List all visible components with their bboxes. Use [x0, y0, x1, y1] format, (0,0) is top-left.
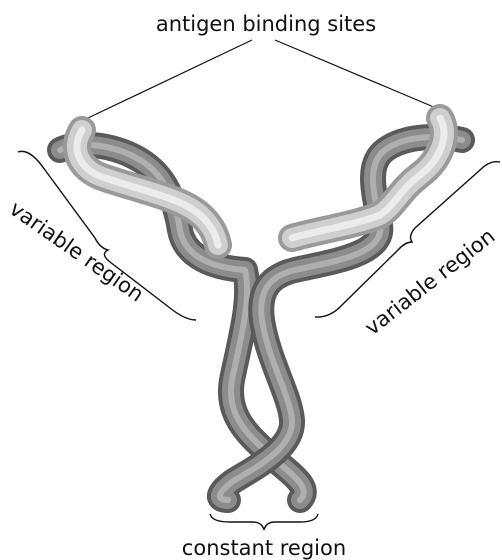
constant-region-label: constant region	[182, 536, 346, 560]
constant-region-bracket	[210, 514, 318, 530]
binding-sites-label: antigen binding sites	[156, 12, 376, 36]
binding-sites-pointer	[88, 40, 436, 118]
